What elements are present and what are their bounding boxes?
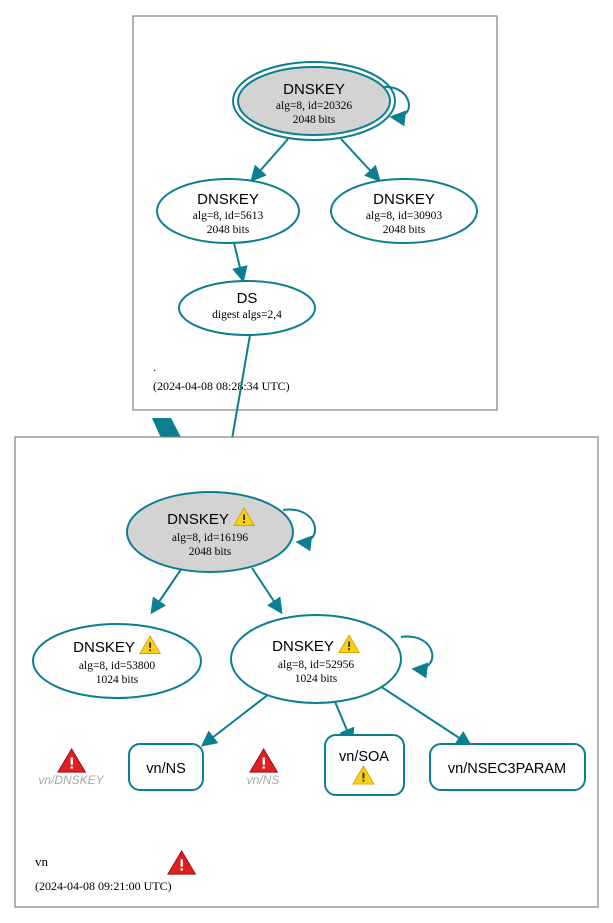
zone-root: DNSKEY alg=8, id=20326 2048 bits DNSKEY … (132, 15, 498, 411)
edge-root-ksk-to-5613 (250, 138, 289, 183)
edge-root-ksk-to-30903 (340, 138, 381, 182)
node-vn-zsk-52956-line3: 1024 bits (295, 673, 338, 685)
node-vn-zsk-53800-title: DNSKEY (73, 639, 135, 656)
edge-root-5613-to-ds (232, 242, 248, 283)
error-vn-ns: vn/NS (247, 747, 280, 787)
edge-root-ksk-self-loop (376, 85, 410, 127)
node-vn-ns-label: vn/NS (146, 761, 186, 777)
node-root-zsk-30903[interactable]: DNSKEY alg=8, id=30903 2048 bits (330, 178, 478, 244)
node-vn-zsk-53800-line3: 1024 bits (96, 674, 139, 686)
node-vn-zsk-52956-body (230, 614, 402, 704)
zone-vn: DNSKEY alg=8, id=16196 2048 bits DNSKEY … (14, 436, 599, 908)
node-vn-zsk-53800-body (32, 623, 202, 699)
node-vn-nsec3param-body (429, 743, 586, 791)
warning-triangle-icon (338, 634, 361, 653)
node-vn-zsk-52956[interactable]: DNSKEY alg=8, id=52956 1024 bits (230, 614, 402, 704)
edge-vn-52956-to-ns (200, 686, 279, 747)
node-root-ksk-body (237, 66, 391, 136)
node-vn-soa-body (324, 734, 405, 796)
node-root-ds-title: DS (237, 290, 258, 307)
node-root-ds-body (178, 280, 316, 336)
zone-vn-label: vn (35, 854, 49, 869)
node-root-ds-line2: digest algs=2,4 (212, 309, 282, 321)
node-root-ksk-line2: alg=8, id=20326 (276, 100, 352, 112)
warning-triangle-icon (352, 765, 375, 785)
error-vn-dnskey: vn/DNSKEY (38, 747, 105, 787)
node-vn-zsk-53800-line2: alg=8, id=53800 (79, 660, 155, 672)
node-vn-nsec3param[interactable]: vn/NSEC3PARAM (429, 743, 586, 791)
error-vn-ns-label: vn/NS (247, 773, 280, 787)
node-vn-ksk-title: DNSKEY (167, 511, 229, 528)
warning-triangle-icon (233, 507, 256, 526)
edge-vn-ksk-self-loop (282, 508, 316, 552)
edge-vn-52956-self-loop (400, 635, 434, 679)
node-vn-ksk-line2: alg=8, id=16196 (172, 532, 248, 544)
node-vn-zsk-52956-line2: alg=8, id=52956 (278, 659, 354, 671)
warning-triangle-icon (139, 635, 162, 654)
node-vn-ksk[interactable]: DNSKEY alg=8, id=16196 2048 bits (126, 491, 294, 573)
node-vn-ksk-body (126, 491, 294, 573)
edge-vn-ksk-to-52956 (251, 567, 283, 615)
node-root-zsk-5613-title: DNSKEY (197, 191, 259, 208)
node-vn-soa-label: vn/SOA (339, 749, 389, 765)
node-root-ksk-line3: 2048 bits (293, 114, 336, 126)
edge-vn-ksk-to-53800 (150, 567, 183, 615)
node-root-zsk-5613-line3: 2048 bits (207, 224, 250, 236)
zone-vn-timestamp: (2024-04-08 09:21:00 UTC) (35, 879, 172, 893)
node-vn-nsec3param-label: vn/NSEC3PARAM (448, 761, 566, 777)
node-root-ksk[interactable]: DNSKEY alg=8, id=20326 2048 bits (232, 61, 396, 141)
node-root-zsk-5613-line2: alg=8, id=5613 (193, 210, 264, 222)
node-root-zsk-30903-line3: 2048 bits (383, 224, 426, 236)
node-vn-ns[interactable]: vn/NS (128, 743, 204, 791)
node-root-zsk-5613[interactable]: DNSKEY alg=8, id=5613 2048 bits (156, 178, 300, 244)
node-root-zsk-30903-title: DNSKEY (373, 191, 435, 208)
error-vn-dnskey-label: vn/DNSKEY (38, 773, 104, 787)
node-root-zsk-5613-body (156, 178, 300, 244)
node-root-ksk-title: DNSKEY (283, 81, 345, 98)
trust-anchor-outer-ring (232, 61, 396, 141)
edge-vn-52956-to-nsec3param (379, 685, 473, 747)
error-triangle-icon (57, 747, 87, 773)
node-vn-zsk-52956-title: DNSKEY (272, 638, 334, 655)
node-vn-ns-body (128, 743, 204, 791)
node-vn-soa[interactable]: vn/SOA (324, 734, 405, 796)
node-root-zsk-30903-line2: alg=8, id=30903 (366, 210, 442, 222)
node-root-zsk-30903-body (330, 178, 478, 244)
node-root-ds[interactable]: DS digest algs=2,4 (178, 280, 316, 336)
zone-root-label: . (153, 359, 156, 374)
node-vn-ksk-line3: 2048 bits (189, 546, 232, 558)
error-triangle-icon (167, 849, 197, 875)
zone-root-timestamp: (2024-04-08 08:28:34 UTC) (153, 379, 290, 393)
node-vn-zsk-53800[interactable]: DNSKEY alg=8, id=53800 1024 bits (32, 623, 202, 699)
error-triangle-icon (249, 747, 279, 773)
